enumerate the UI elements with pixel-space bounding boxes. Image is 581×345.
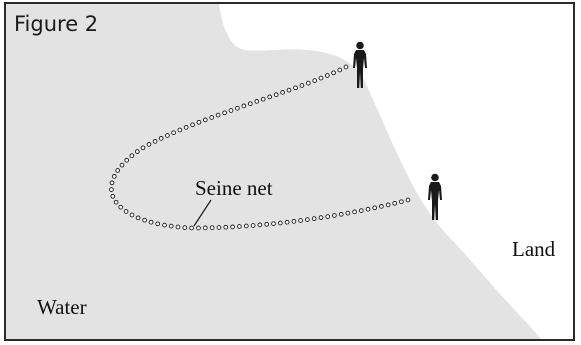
net-float bbox=[337, 67, 343, 73]
net-float bbox=[135, 215, 141, 221]
net-float bbox=[109, 187, 114, 192]
net-float bbox=[110, 193, 116, 199]
water-area bbox=[6, 4, 541, 339]
net-float bbox=[273, 92, 279, 98]
net-float bbox=[109, 180, 115, 186]
net-float bbox=[311, 216, 317, 221]
figure-title: Figure 2 bbox=[14, 12, 99, 36]
net-float bbox=[202, 225, 208, 231]
net-float bbox=[129, 212, 135, 218]
net-float bbox=[158, 136, 164, 141]
diagram-canvas bbox=[6, 4, 541, 339]
net-float bbox=[124, 157, 130, 163]
net-float bbox=[399, 199, 404, 205]
diagram-frame: Figure 2 Seine net Land Water bbox=[4, 2, 575, 341]
net-float bbox=[118, 204, 124, 210]
net-float bbox=[257, 222, 263, 228]
net-float bbox=[271, 221, 276, 227]
net-float bbox=[134, 149, 140, 154]
net-float bbox=[119, 162, 125, 168]
net-float bbox=[358, 208, 364, 213]
net-float bbox=[183, 125, 189, 130]
net-float bbox=[338, 211, 344, 217]
net-float bbox=[250, 223, 256, 228]
net-float bbox=[129, 153, 135, 159]
net-float bbox=[202, 117, 208, 123]
net-float bbox=[182, 225, 188, 230]
net-float bbox=[392, 200, 398, 206]
net-float bbox=[379, 204, 384, 209]
net-float bbox=[312, 78, 318, 83]
net-float bbox=[318, 215, 324, 220]
net-float bbox=[385, 202, 391, 208]
net-float bbox=[228, 108, 234, 113]
land-label: Land bbox=[512, 237, 556, 261]
net-float bbox=[209, 115, 215, 120]
net-float bbox=[352, 209, 357, 215]
net-float bbox=[298, 218, 303, 223]
net-float bbox=[365, 206, 371, 212]
net-float bbox=[230, 224, 235, 230]
net-float bbox=[196, 225, 201, 231]
seine-net-label: Seine net bbox=[195, 176, 273, 200]
net-float bbox=[267, 94, 273, 100]
net-float bbox=[175, 224, 181, 230]
water-label: Water bbox=[37, 295, 87, 319]
net-float bbox=[284, 219, 290, 225]
net-float bbox=[168, 223, 174, 229]
net-float bbox=[177, 127, 183, 133]
net-float bbox=[215, 112, 221, 118]
net-float bbox=[146, 142, 152, 147]
net-float bbox=[241, 103, 247, 109]
net-float bbox=[318, 75, 324, 81]
net-float bbox=[286, 87, 292, 93]
net-float bbox=[123, 209, 129, 214]
net-float bbox=[325, 214, 331, 219]
net-float bbox=[162, 222, 167, 228]
seine-net-leader-line bbox=[193, 199, 212, 227]
net-float bbox=[209, 225, 215, 231]
net-float bbox=[189, 225, 194, 231]
net-float bbox=[142, 217, 147, 223]
net-float bbox=[291, 219, 297, 224]
net-float bbox=[305, 80, 311, 86]
net-float bbox=[237, 224, 242, 229]
net-float bbox=[148, 219, 154, 225]
net-float bbox=[115, 168, 121, 173]
net-float bbox=[111, 174, 117, 179]
net-float bbox=[277, 220, 283, 226]
net-float bbox=[243, 223, 249, 229]
net-float bbox=[254, 99, 260, 104]
net-float bbox=[190, 122, 195, 128]
net-float bbox=[152, 139, 158, 144]
net-float bbox=[345, 210, 351, 216]
net-float bbox=[324, 73, 330, 78]
net-float bbox=[260, 96, 266, 102]
net-float bbox=[216, 225, 222, 230]
person-silhouette-icon bbox=[353, 41, 367, 88]
net-float bbox=[332, 213, 337, 218]
net-float bbox=[171, 130, 176, 136]
net-float bbox=[264, 221, 270, 227]
net-float bbox=[405, 197, 411, 203]
seine-net-dots bbox=[109, 64, 411, 231]
net-float bbox=[305, 217, 310, 222]
net-float bbox=[223, 224, 229, 230]
net-float bbox=[247, 101, 253, 107]
net-float bbox=[299, 83, 305, 88]
net-float bbox=[222, 110, 227, 116]
person-silhouette-icon bbox=[428, 173, 442, 220]
net-float bbox=[372, 205, 378, 211]
net-float bbox=[113, 199, 119, 205]
net-float bbox=[280, 90, 285, 95]
net-float bbox=[165, 133, 170, 138]
net-float bbox=[293, 85, 298, 91]
net-float bbox=[196, 119, 202, 125]
net-float bbox=[343, 64, 349, 70]
net-float bbox=[235, 105, 240, 111]
net-float bbox=[155, 221, 161, 227]
net-float bbox=[140, 145, 146, 151]
net-float bbox=[331, 70, 336, 76]
